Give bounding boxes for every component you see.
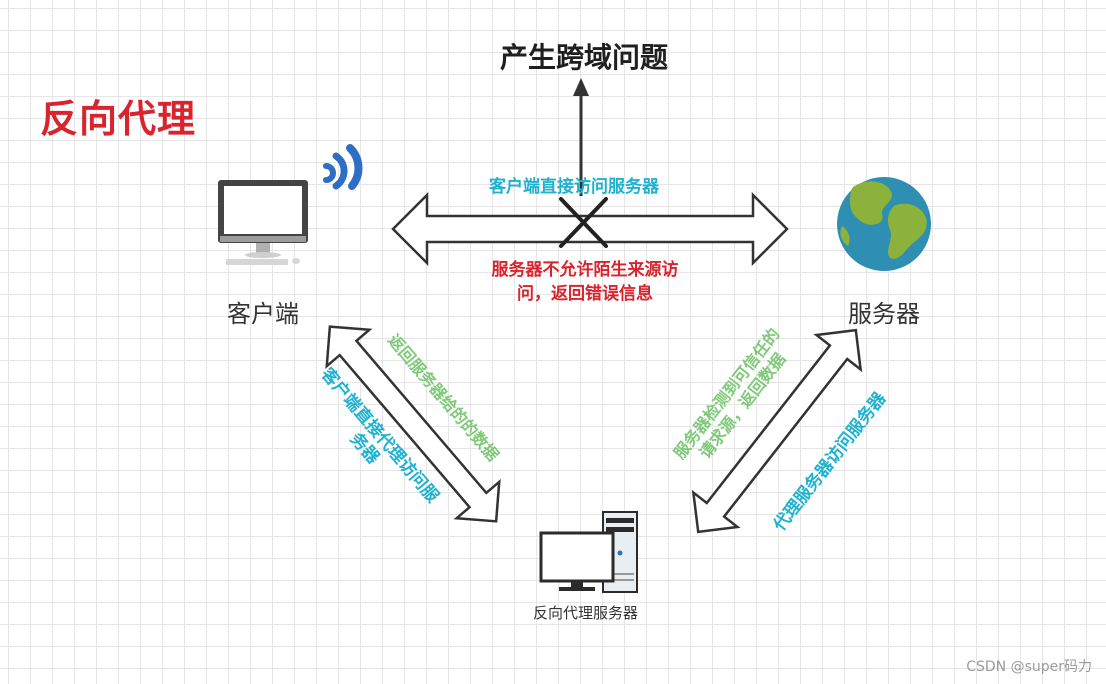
proxy-server-label: 反向代理服务器 [533, 604, 639, 622]
reject-note: 服务器不允许陌生来源访 问，返回错误信息 [480, 258, 690, 306]
client-label: 客户端 [227, 300, 299, 328]
client-proxy-double-arrow [325, 325, 501, 523]
reject-note-line2: 问，返回错误信息 [517, 284, 653, 304]
wifi-signal-icon [323, 144, 363, 190]
cors-issue-label: 产生跨域问题 [500, 41, 669, 74]
server-label: 服务器 [848, 300, 920, 328]
globe-icon [837, 177, 931, 271]
page-title: 反向代理 [40, 97, 197, 141]
reject-note-line1: 服务器不允许陌生来源访 [491, 260, 679, 280]
watermark: CSDN @super码力 [966, 659, 1092, 675]
issue-arrow [573, 78, 589, 196]
proxy-server-icon [539, 511, 638, 593]
client-computer-icon [218, 180, 308, 265]
direct-access-label: 客户端直接访问服务器 [489, 177, 659, 197]
server-proxy-double-arrow [691, 328, 863, 534]
blocked-x-mark [559, 197, 608, 248]
